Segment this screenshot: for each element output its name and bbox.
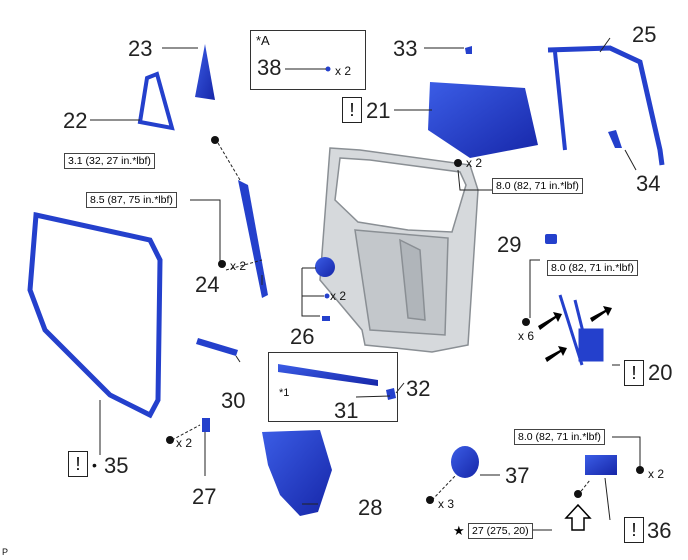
quantity-label: x 2 bbox=[330, 289, 347, 303]
star-mark: ★ bbox=[453, 523, 465, 538]
quantity-label: x 2 bbox=[176, 436, 193, 450]
part-34-clip bbox=[608, 130, 622, 148]
quantity-label: x 2 bbox=[230, 259, 247, 273]
note-star1: *1 bbox=[279, 387, 290, 399]
part-32-belt-molding bbox=[278, 364, 378, 386]
part-number-23: 23 bbox=[128, 36, 153, 61]
part-25-run-channel bbox=[547, 45, 665, 166]
part-number-38: 38 bbox=[257, 55, 282, 80]
part-number-21: 21 bbox=[366, 98, 391, 123]
part-number-22: 22 bbox=[63, 108, 88, 133]
part-22-frame bbox=[137, 71, 175, 131]
part-number-29: 29 bbox=[497, 232, 522, 257]
part-37-speaker bbox=[451, 446, 479, 478]
arrow-icon bbox=[538, 306, 612, 362]
part-27-clip bbox=[202, 418, 210, 432]
warning-notice-icon: ! bbox=[624, 360, 644, 386]
molding-box: *1 bbox=[268, 352, 398, 422]
quantity-label: x 2 bbox=[648, 467, 665, 481]
warning-notice-icon: ! bbox=[68, 451, 88, 477]
torque-spec-box: 8.5 (87, 75 in.*lbf) bbox=[86, 192, 177, 208]
part-number-35: 35 bbox=[104, 453, 129, 478]
part-36-door-lock bbox=[585, 455, 617, 475]
torque-spec-box: 8.0 (82, 71 in.*lbf) bbox=[547, 260, 638, 276]
part-number-26: 26 bbox=[290, 324, 315, 349]
view-a-box: *A 38 x 2 bbox=[250, 30, 366, 90]
part-number-31: 31 bbox=[334, 398, 359, 423]
part-number-33: 33 bbox=[393, 36, 418, 61]
part-28-door-trim bbox=[262, 430, 332, 516]
torque-spec-box: 3.1 (32, 27 in.*lbf) bbox=[64, 153, 155, 169]
part-number-28: 28 bbox=[358, 495, 383, 520]
torque-spec-box: 27 (275, 20) bbox=[468, 523, 533, 539]
corner-mark: P bbox=[2, 547, 9, 557]
torque-spec-box: 8.0 (82, 71 in.*lbf) bbox=[492, 178, 583, 194]
warning-notice-icon: ! bbox=[342, 97, 362, 123]
door-panel bbox=[319, 147, 479, 353]
bullet-mark: • bbox=[92, 457, 97, 473]
part-number-37: 37 bbox=[505, 463, 530, 488]
part-number-24: 24 bbox=[195, 272, 220, 297]
part-23-quarter-glass bbox=[195, 44, 215, 100]
quantity-label: x 2 bbox=[335, 64, 352, 78]
part-35-weatherstrip bbox=[27, 211, 163, 419]
part-24-sash bbox=[238, 180, 268, 298]
quantity-label: x 2 bbox=[466, 156, 483, 170]
quantity-label: x 3 bbox=[438, 497, 455, 511]
view-a-label: *A bbox=[256, 33, 270, 48]
part-number-36: 36 bbox=[647, 518, 672, 543]
part-26-hole-cover bbox=[315, 257, 335, 277]
part-33-clip bbox=[465, 46, 472, 54]
part-29-bracket bbox=[545, 234, 557, 244]
warning-notice-icon: ! bbox=[624, 517, 644, 543]
part-number-25: 25 bbox=[632, 22, 657, 47]
part-number-34: 34 bbox=[636, 171, 661, 196]
part-20-window-regulator bbox=[558, 294, 604, 366]
part-number-20: 20 bbox=[648, 360, 673, 385]
torque-spec-box: 8.0 (82, 71 in.*lbf) bbox=[514, 429, 605, 445]
leader-lines bbox=[90, 37, 641, 531]
part-number-32: 32 bbox=[406, 376, 431, 401]
bolt-icon bbox=[166, 136, 644, 504]
part-30-molding bbox=[196, 338, 238, 356]
part-number-30: 30 bbox=[221, 388, 246, 413]
part-21-door-glass bbox=[428, 82, 538, 158]
arrow-icon bbox=[564, 503, 592, 531]
part-number-27: 27 bbox=[192, 484, 217, 509]
quantity-label: x 6 bbox=[518, 329, 535, 343]
